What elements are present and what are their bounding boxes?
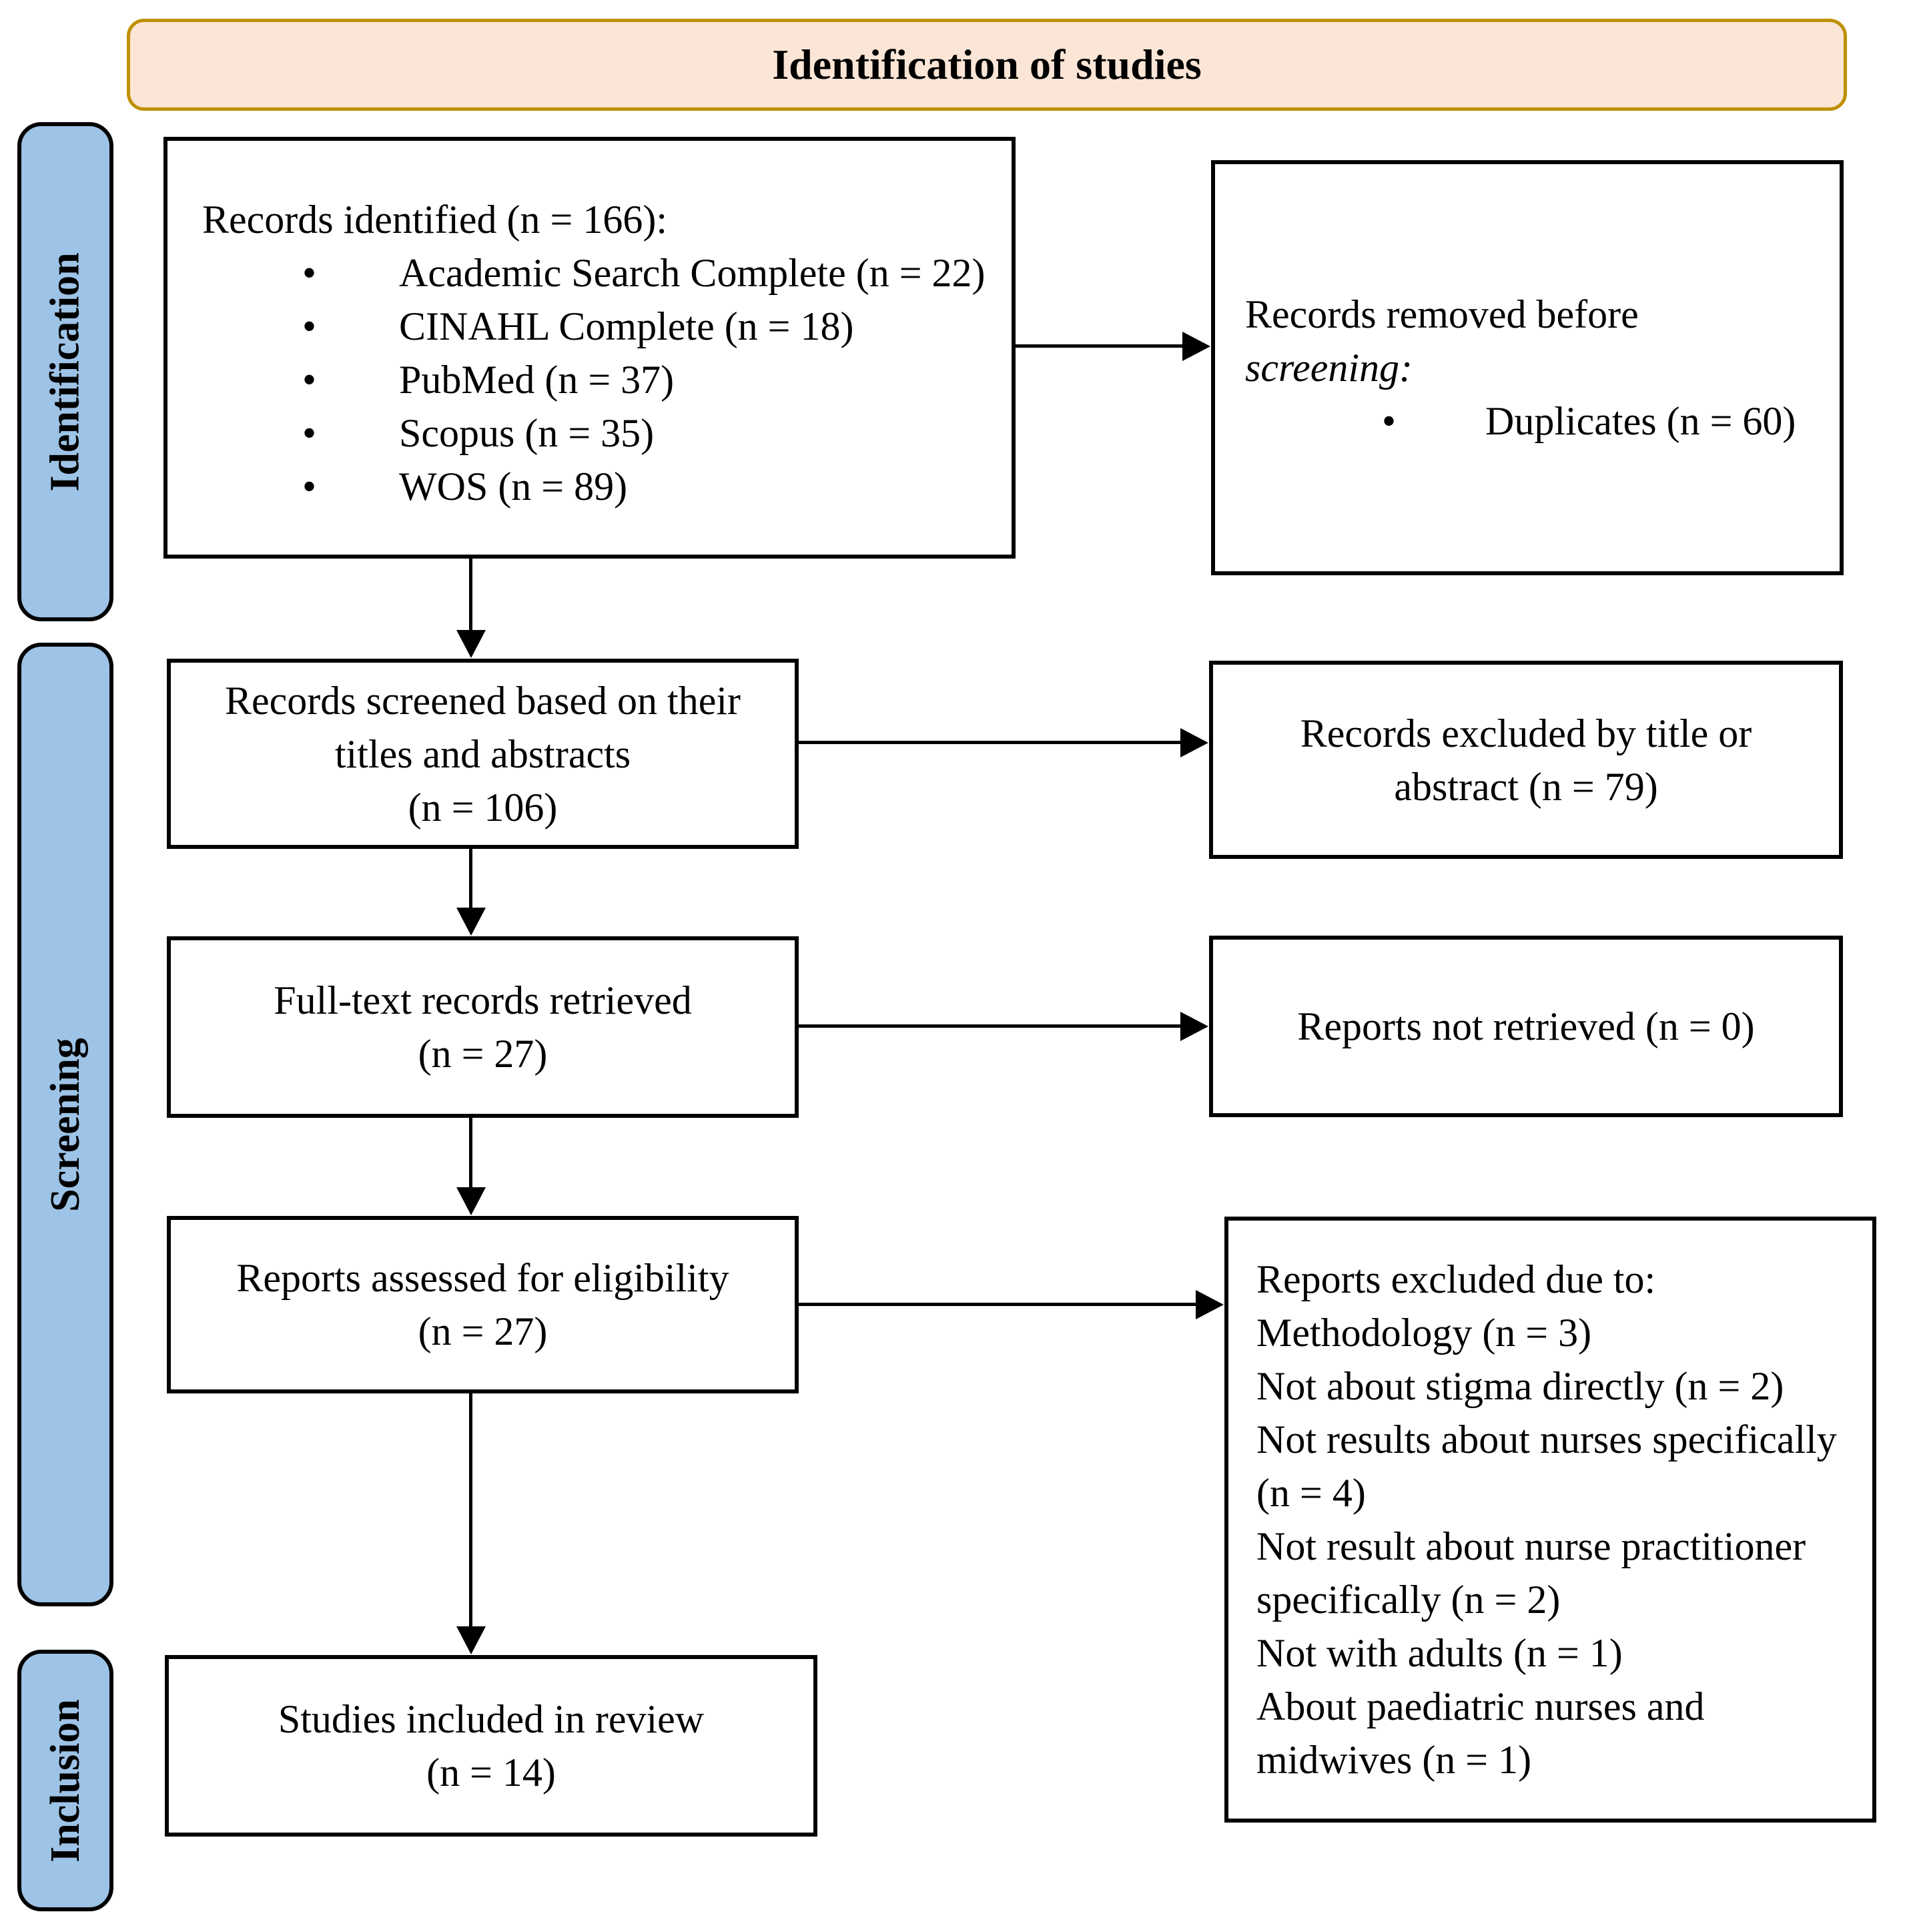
- records-removed-line1: Records removed before: [1245, 292, 1639, 336]
- stage-label-inclusion: Inclusion: [42, 1698, 88, 1863]
- arrow-assessed-to-included: [469, 1393, 472, 1627]
- box-records-removed: Records removed before screening: • Dupl…: [1211, 160, 1844, 575]
- records-excluded-text: Records excluded by title or abstract (n…: [1300, 711, 1752, 809]
- exclusion-reason: About paediatric nurses and midwives (n …: [1256, 1684, 1705, 1782]
- reports-excluded-title: Reports excluded due to:: [1256, 1257, 1656, 1301]
- included-count: (n = 14): [426, 1750, 556, 1795]
- exclusion-reason: Not with adults (n = 1): [1256, 1631, 1623, 1675]
- source-cinahl: CINAHL Complete (n = 18): [399, 304, 854, 348]
- list-item: • PubMed (n = 37): [202, 353, 992, 406]
- records-identified-intro: Records identified (n = 166):: [202, 198, 668, 242]
- records-removed-line2: screening:: [1245, 346, 1413, 390]
- box-records-excluded: Records excluded by title or abstract (n…: [1209, 661, 1843, 859]
- assessed-text: Reports assessed for eligibility: [236, 1256, 729, 1300]
- list-item: • Duplicates (n = 60): [1245, 394, 1823, 448]
- assessed-count: (n = 27): [418, 1309, 548, 1353]
- banner: Identification of studies: [127, 19, 1847, 111]
- source-scopus: Scopus (n = 35): [399, 411, 655, 455]
- exclusion-reason: Methodology (n = 3): [1256, 1311, 1592, 1355]
- list-item: • WOS (n = 89): [202, 460, 992, 513]
- arrow-fulltext-to-assessed: [469, 1116, 472, 1188]
- box-reports-excluded: Reports excluded due to: Methodology (n …: [1224, 1217, 1876, 1823]
- arrow-fulltext-to-not-retrieved: [799, 1024, 1181, 1028]
- box-reports-assessed: Reports assessed for eligibility (n = 27…: [167, 1216, 799, 1393]
- bullet-icon: •: [1382, 399, 1397, 443]
- box-records-screened: Records screened based on their titles a…: [167, 659, 799, 849]
- bullet-icon: •: [302, 251, 317, 295]
- bullet-icon: •: [302, 464, 317, 509]
- box-fulltext-retrieved: Full-text records retrieved (n = 27): [167, 936, 799, 1118]
- exclusion-reason: Not result about nurse practitioner spec…: [1256, 1524, 1806, 1622]
- source-wos: WOS (n = 89): [399, 464, 628, 509]
- fulltext-text: Full-text records retrieved: [274, 978, 692, 1022]
- duplicates-count: Duplicates (n = 60): [1485, 399, 1796, 443]
- records-screened-text: Records screened based on their titles a…: [224, 678, 741, 776]
- stage-bar-inclusion: Inclusion: [17, 1650, 113, 1911]
- bullet-icon: •: [302, 358, 317, 402]
- fulltext-count: (n = 27): [418, 1032, 548, 1076]
- arrow-screened-to-excluded: [799, 741, 1181, 744]
- exclusion-reason: Not about stigma directly (n = 2): [1256, 1364, 1784, 1408]
- exclusion-reason: Not results about nurses specifically (n…: [1256, 1417, 1837, 1515]
- records-screened-count: (n = 106): [408, 785, 558, 830]
- list-item: • Scopus (n = 35): [202, 406, 992, 460]
- arrow-identified-to-screened: [469, 559, 472, 631]
- arrow-screened-to-fulltext: [469, 848, 472, 908]
- banner-title: Identification of studies: [772, 41, 1202, 88]
- source-academic-search: Academic Search Complete (n = 22): [399, 251, 986, 295]
- list-item: • CINAHL Complete (n = 18): [202, 300, 992, 353]
- bullet-icon: •: [302, 411, 317, 455]
- not-retrieved-text: Reports not retrieved (n = 0): [1297, 1004, 1755, 1048]
- box-reports-not-retrieved: Reports not retrieved (n = 0): [1209, 936, 1843, 1117]
- box-records-identified: Records identified (n = 166): • Academic…: [163, 137, 1016, 559]
- arrow-identified-to-removed: [1016, 344, 1183, 348]
- stage-bar-identification: Identification: [17, 122, 113, 621]
- stage-label-screening: Screening: [42, 1037, 88, 1212]
- included-text: Studies included in review: [278, 1697, 705, 1741]
- stage-bar-screening: Screening: [17, 643, 113, 1606]
- stage-label-identification: Identification: [42, 252, 88, 492]
- bullet-icon: •: [302, 304, 317, 348]
- box-studies-included: Studies included in review (n = 14): [165, 1655, 817, 1837]
- source-pubmed: PubMed (n = 37): [399, 358, 675, 402]
- arrow-assessed-to-excluded: [799, 1303, 1196, 1306]
- list-item: • Academic Search Complete (n = 22): [202, 246, 992, 300]
